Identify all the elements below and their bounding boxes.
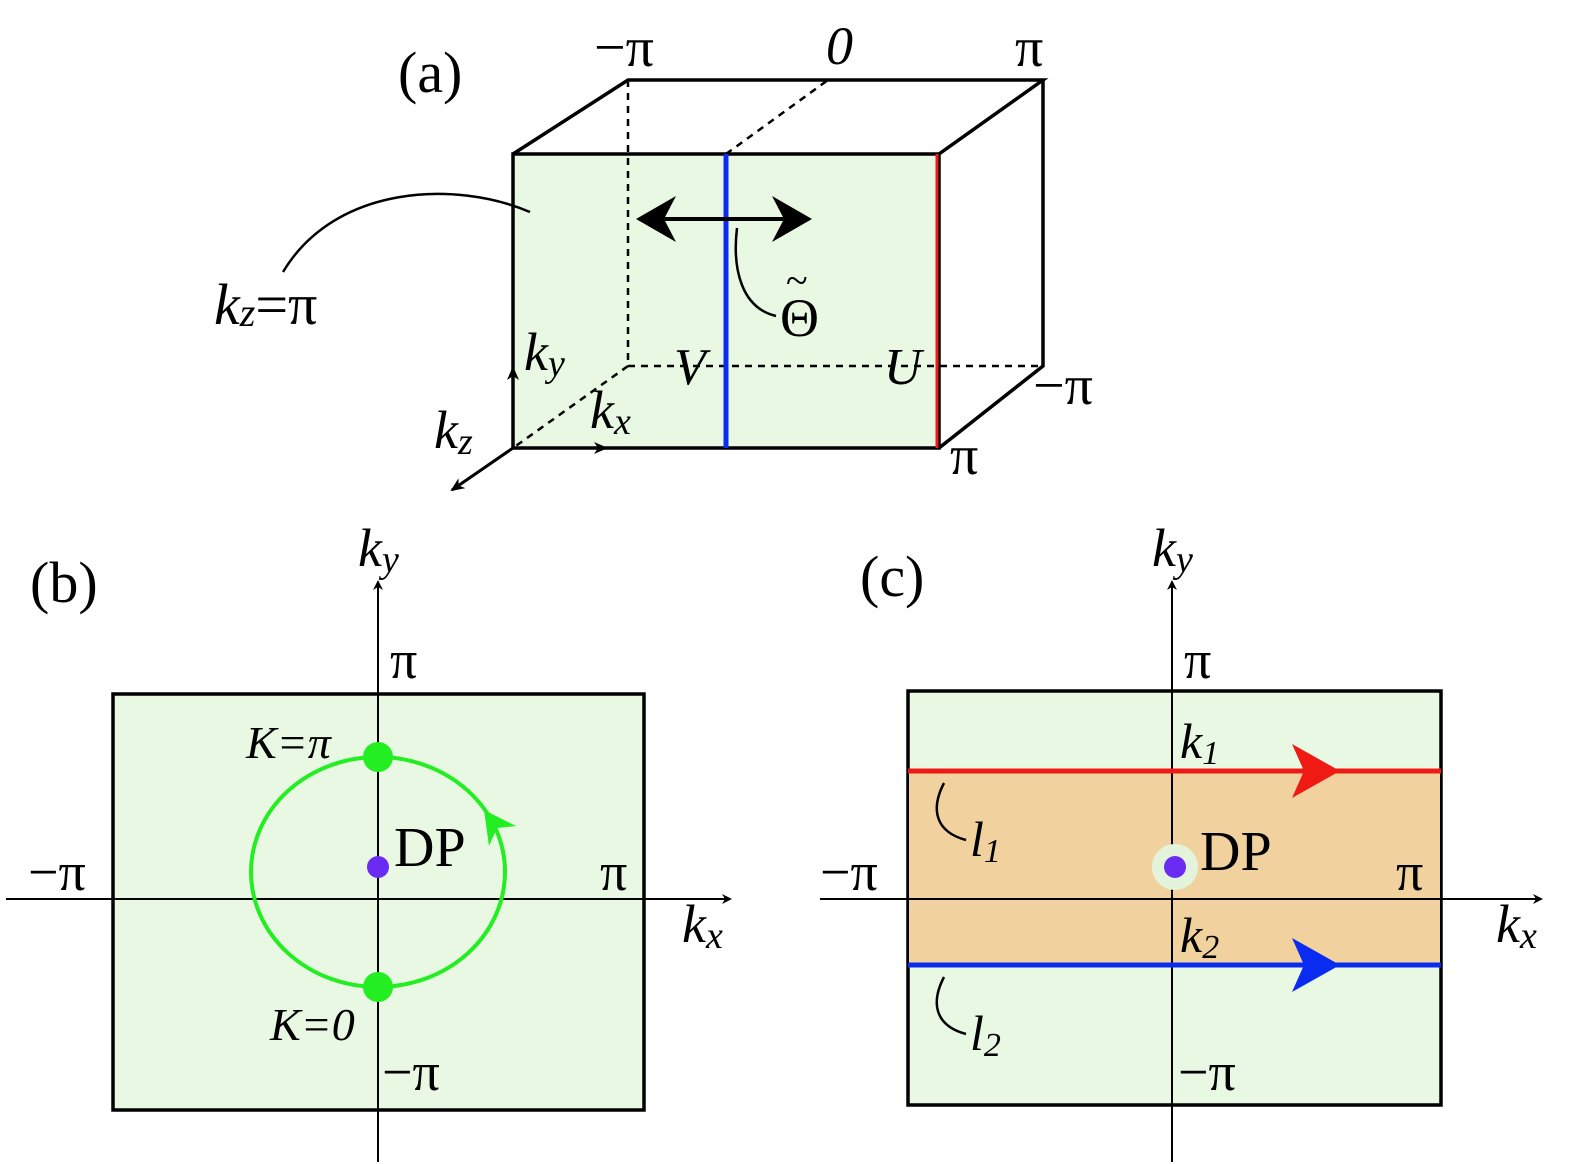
panel-c-tick-right: π [1396,842,1423,902]
label-k-zero-text: K=0 [269,999,355,1050]
label-k2: k2 [1180,907,1219,966]
box-right-edges [937,80,1045,450]
theta-symbol: Θ [780,288,819,348]
label-l2: l2 [970,1005,1001,1064]
point-k-zero [363,972,393,1002]
symmetry-arrowhead-right [772,196,812,242]
panel-c-kx-label: kx [1496,894,1537,957]
panel-a-label: (a) [398,40,462,105]
kz-axis-arrow [450,446,514,492]
panel-b-kx-label: kx [682,894,723,957]
kz-plane-label: kz=π [214,272,317,337]
panel-b-dp-point [367,856,389,878]
top-label-minus-pi: −π [594,17,654,79]
label-l1: l1 [970,811,1001,870]
panel-b-loop-arrowhead [484,810,516,846]
hidden-edge-zero [725,78,829,156]
panel-b-dp-label: DP [394,817,466,879]
kx-axis-label: kx [590,380,631,443]
panel-c: (c) ky kx π −π −π π k1 k2 l1 l2 DP [820,518,1543,1162]
line-v-label: V [674,339,711,396]
side-label-pi: π [950,425,978,487]
label-k1: k1 [1180,713,1219,772]
panel-c-tick-left: −π [820,842,878,902]
l1-pointer-curve [935,782,967,842]
panel-c-tick-bottom: −π [1178,1042,1236,1102]
side-label-minus-pi: −π [1033,355,1093,417]
label-k-pi-text: K=π [245,717,333,768]
top-label-pi: π [1015,17,1043,79]
panel-b-ky-label: ky [358,518,399,581]
panel-b-label: (b) [30,550,98,615]
panel-a: (a) −π 0 π −π π kz=π ky kx kz V U ~ Θ [214,16,1093,492]
panel-c-ky-label: ky [1152,518,1193,581]
path-k2-arrowhead [1292,938,1340,992]
symmetry-arrowhead-left [636,196,676,242]
ky-axis-label: ky [524,322,565,385]
theta-tilde: ~ [786,258,808,303]
point-k-pi [363,742,393,772]
path-k1-arrowhead [1292,744,1340,798]
panel-b-tick-left: −π [28,842,86,902]
panel-c-label: (c) [860,544,924,609]
top-label-zero: 0 [826,16,853,76]
panel-b-tick-bottom: −π [382,1042,440,1102]
kz-axis-label: kz [434,400,473,463]
plane-pointer-curve [281,192,531,273]
panel-c-dp-point [1164,856,1186,878]
panel-b-tick-right: π [600,842,627,902]
panel-c-dp-label: DP [1200,821,1272,883]
l2-pointer-curve [935,976,967,1036]
line-u-label: U [884,339,925,396]
panel-b: (b) ky kx π −π −π π K=π K=0 DP [6,518,732,1162]
hidden-edge-depth [512,364,629,450]
theta-pointer-curve [734,227,777,318]
panel-b-tick-top: π [390,630,417,690]
box-top-edges [512,78,1049,156]
panel-c-tick-top: π [1184,630,1211,690]
